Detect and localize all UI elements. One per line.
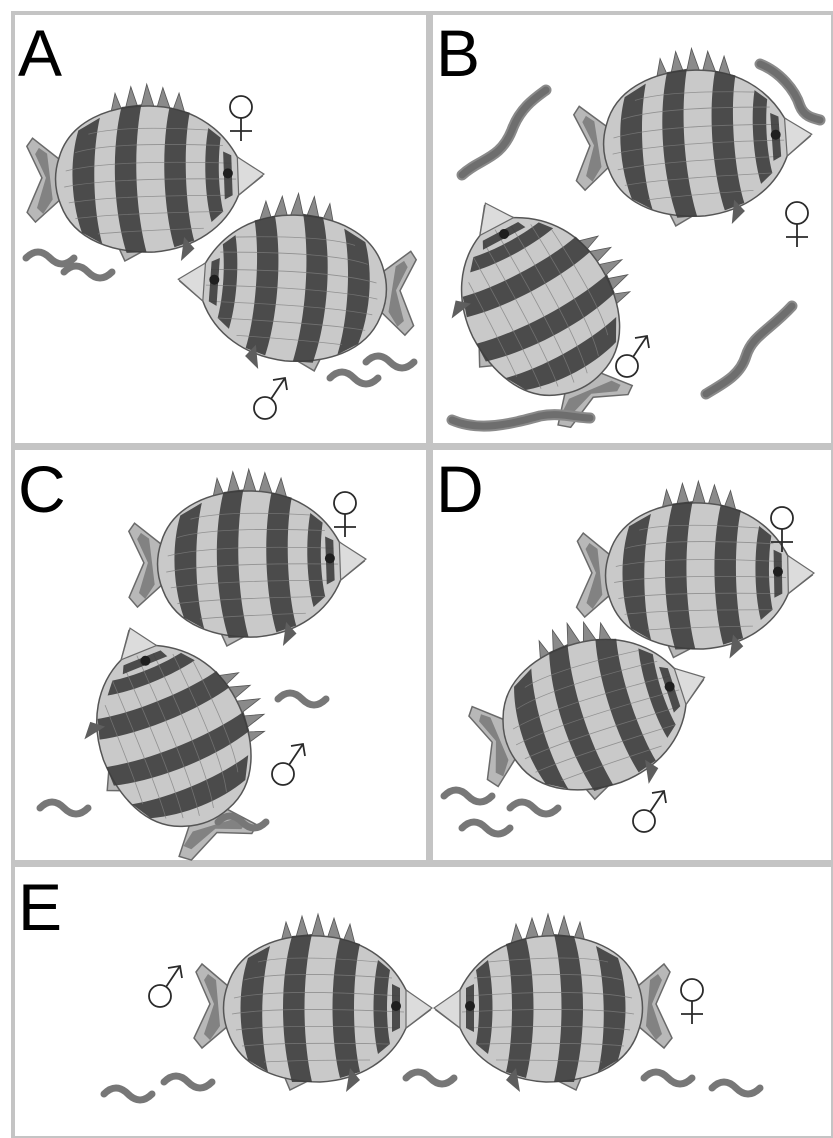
- panel-e-label: E: [18, 870, 62, 944]
- panel-b: B: [411, 13, 833, 453]
- panel-c-label: C: [18, 452, 66, 526]
- panel-a-frame: [13, 13, 428, 445]
- panel-d: D: [431, 448, 833, 862]
- panel-d-label: D: [436, 452, 484, 526]
- panel-a-label: A: [18, 16, 62, 90]
- panel-b-label: B: [436, 16, 480, 90]
- panel-a: A: [13, 13, 428, 445]
- panel-c: C: [13, 448, 428, 880]
- panel-e: E: [13, 865, 833, 1138]
